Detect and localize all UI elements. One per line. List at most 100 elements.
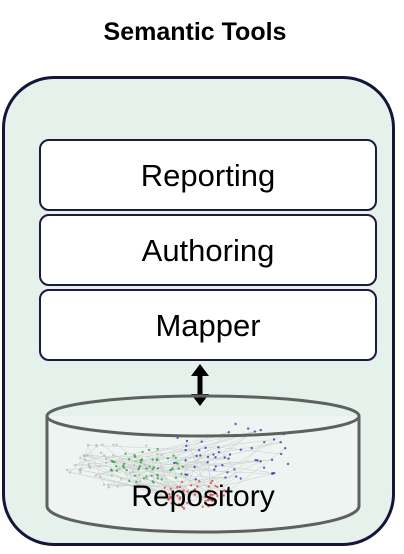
graph-node bbox=[73, 463, 77, 467]
graph-node bbox=[206, 461, 209, 464]
graph-node bbox=[97, 465, 101, 468]
graph-node bbox=[193, 493, 197, 496]
graph-node bbox=[98, 475, 102, 479]
graph-node bbox=[168, 493, 171, 496]
graph-node bbox=[204, 446, 207, 450]
graph-node bbox=[124, 452, 127, 455]
repository-cylinder bbox=[45, 394, 361, 534]
graph-edge bbox=[182, 441, 281, 468]
graph-node bbox=[103, 454, 106, 457]
graph-node bbox=[94, 474, 97, 477]
graph-edge bbox=[84, 455, 107, 463]
graph-node bbox=[119, 477, 123, 480]
graph-node bbox=[128, 479, 131, 482]
graph-node bbox=[95, 443, 98, 447]
graph-node bbox=[204, 499, 207, 503]
graph-edge bbox=[186, 445, 225, 491]
graph-edge bbox=[209, 476, 237, 499]
graph-node bbox=[139, 461, 143, 464]
graph-node bbox=[217, 446, 220, 449]
graph-node bbox=[270, 458, 274, 462]
graph-node bbox=[214, 456, 217, 459]
graph-node bbox=[160, 478, 163, 481]
graph-node bbox=[176, 494, 179, 497]
graph-edge bbox=[142, 451, 209, 507]
graph-node bbox=[82, 454, 85, 457]
graph-node bbox=[215, 492, 218, 496]
layer-label: Mapper bbox=[155, 307, 261, 343]
graph-edge bbox=[157, 441, 202, 469]
graph-node bbox=[174, 456, 177, 459]
graph-node bbox=[235, 475, 238, 478]
graph-node bbox=[177, 467, 180, 470]
graph-edge bbox=[172, 468, 184, 491]
graph-node bbox=[170, 502, 173, 505]
graph-node bbox=[279, 452, 283, 456]
graph-node bbox=[263, 440, 266, 444]
graph-node bbox=[207, 489, 210, 493]
graph-node bbox=[169, 487, 172, 490]
graph-node bbox=[160, 453, 163, 457]
graph-node bbox=[173, 461, 176, 465]
graph-node bbox=[99, 451, 103, 454]
graph-node bbox=[174, 461, 178, 464]
graph-node bbox=[151, 458, 154, 461]
graph-edge bbox=[95, 475, 188, 504]
graph-node bbox=[111, 454, 115, 457]
graph-node bbox=[284, 446, 287, 450]
graph-node bbox=[177, 503, 181, 506]
graph-edge bbox=[89, 465, 180, 500]
graph-edge bbox=[123, 463, 169, 500]
graph-node bbox=[208, 495, 212, 498]
graph-node bbox=[223, 456, 226, 459]
graph-node bbox=[148, 465, 151, 468]
graph-node bbox=[212, 453, 215, 456]
graph-node bbox=[180, 472, 183, 476]
graph-edge bbox=[208, 447, 286, 507]
graph-edge bbox=[140, 441, 281, 467]
graph-node bbox=[125, 468, 128, 472]
graph-edge bbox=[157, 439, 275, 455]
graph-node bbox=[185, 439, 189, 443]
graph-node bbox=[128, 471, 132, 474]
graph-node bbox=[228, 453, 232, 456]
graph-edge bbox=[218, 447, 235, 470]
graph-edge bbox=[87, 444, 105, 485]
graph-node bbox=[227, 457, 230, 460]
graph-node bbox=[151, 480, 154, 483]
graph-edge bbox=[168, 473, 273, 500]
graph-node bbox=[156, 477, 159, 480]
graph-edge bbox=[108, 484, 178, 488]
graph-edge bbox=[102, 444, 183, 508]
graph-node bbox=[145, 477, 148, 481]
graph-node bbox=[207, 498, 210, 502]
graph-node bbox=[137, 483, 140, 487]
graph-node bbox=[200, 440, 203, 443]
graph-node bbox=[176, 486, 179, 489]
graph-node bbox=[182, 489, 185, 492]
graph-node bbox=[110, 459, 113, 463]
graph-edge bbox=[175, 462, 213, 482]
graph-edge bbox=[69, 446, 97, 473]
graph-node bbox=[145, 444, 148, 447]
graph-node bbox=[145, 475, 148, 478]
graph-edge bbox=[108, 447, 219, 486]
graph-node bbox=[222, 494, 226, 497]
graph-node bbox=[259, 428, 263, 432]
graph-node bbox=[259, 460, 262, 463]
graph-node bbox=[209, 493, 212, 496]
graph-node bbox=[167, 498, 170, 501]
graph-node bbox=[135, 480, 138, 484]
graph-node bbox=[133, 474, 137, 477]
graph-node bbox=[156, 448, 159, 451]
graph-node bbox=[172, 454, 175, 457]
graph-node bbox=[178, 497, 181, 501]
graph-node bbox=[211, 479, 214, 483]
graph-node bbox=[86, 443, 90, 447]
graph-node bbox=[186, 490, 189, 493]
graph-node bbox=[151, 467, 154, 471]
graph-node bbox=[132, 464, 136, 467]
graph-edge bbox=[208, 461, 261, 487]
graph-node bbox=[122, 466, 126, 469]
graph-edge bbox=[140, 465, 213, 502]
